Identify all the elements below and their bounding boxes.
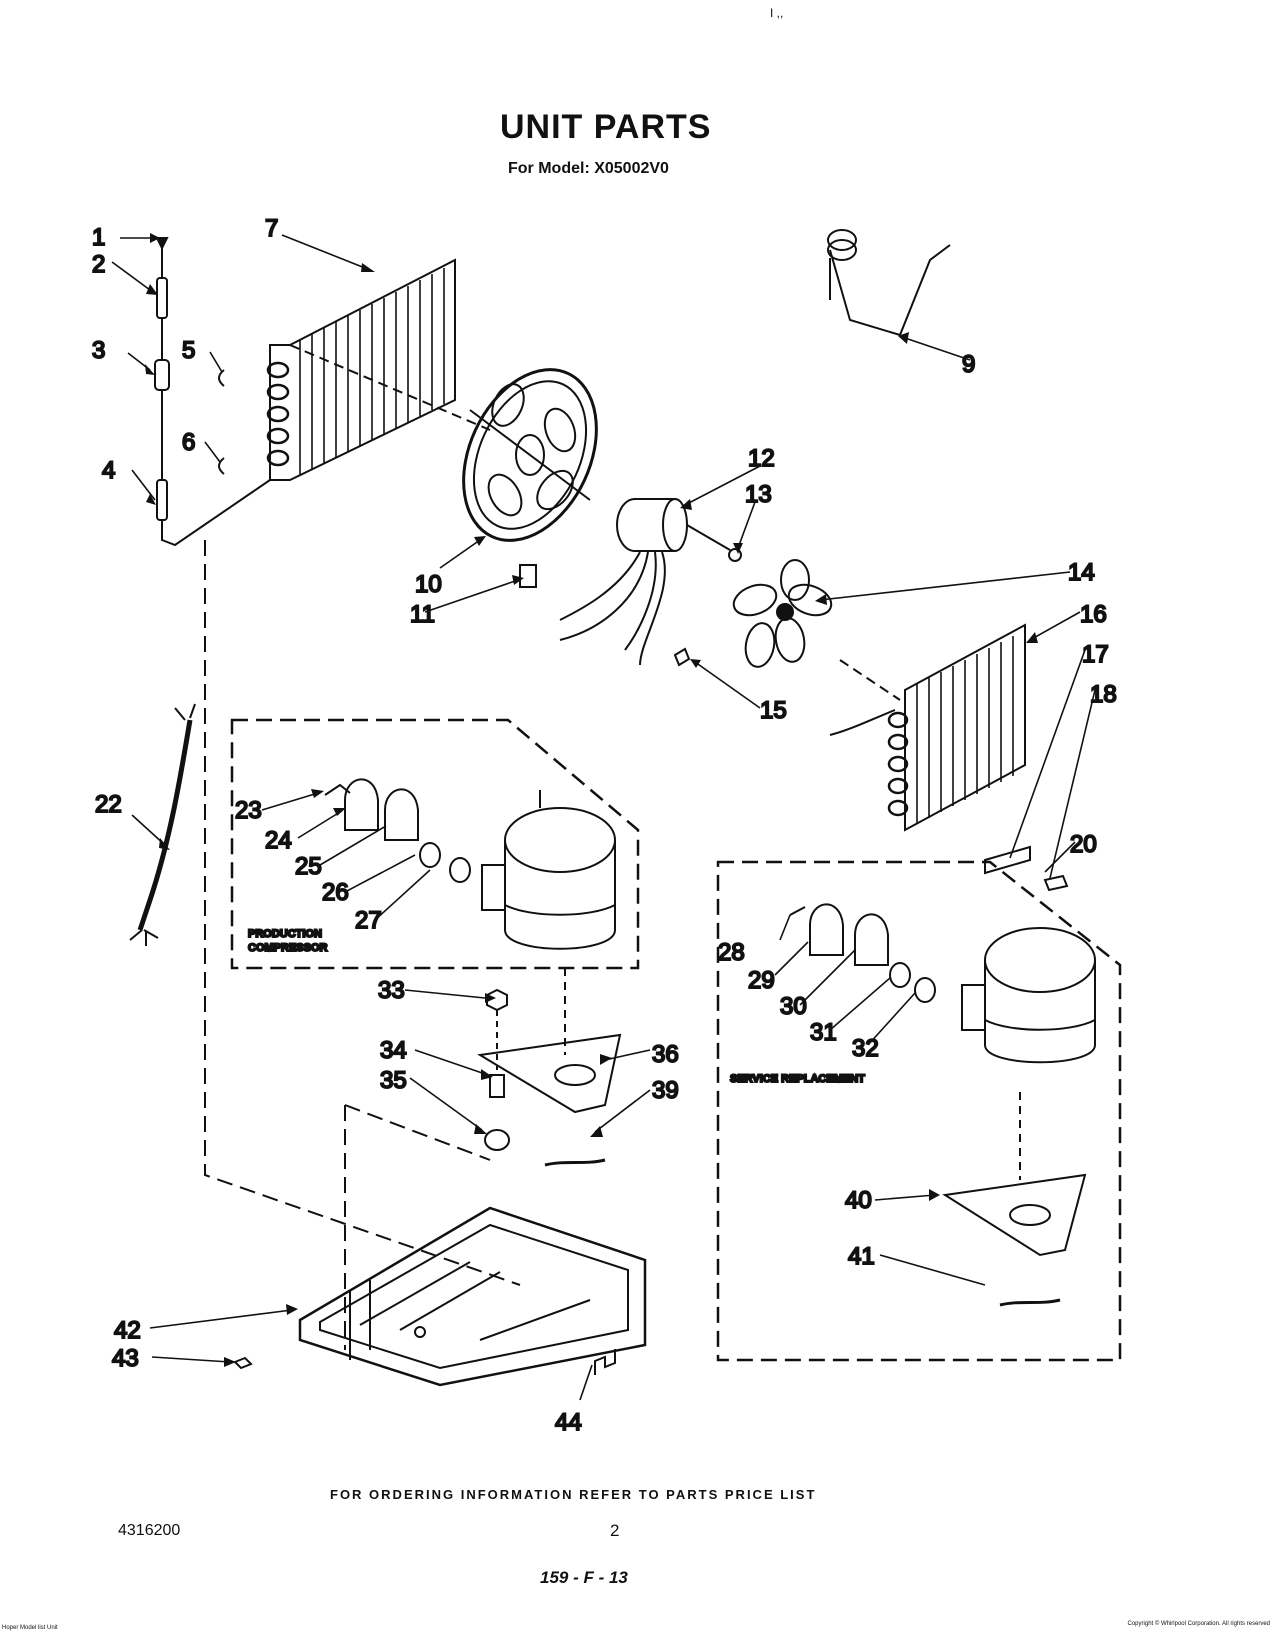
production-compressor-label-line1: PRODUCTION: [248, 928, 322, 940]
callout-numbers: 1 2 3 4 5 6 7 9 10 11 12 13 14 15 16 17 …: [91, 214, 1118, 1437]
service-replacement-label: SERVICE REPLACEMENT: [730, 1073, 865, 1085]
callout-42: 36: [652, 1041, 679, 1068]
callout-29: 23: [235, 797, 262, 824]
callout-44: 39: [652, 1077, 679, 1104]
callout-26: 27: [355, 907, 382, 934]
callout-14: 29: [748, 967, 775, 994]
callout-31: 4: [102, 457, 115, 484]
callout-25: 25: [295, 853, 322, 880]
callout-28: 24: [265, 827, 292, 854]
callout-23: 34: [380, 1037, 407, 1064]
clip-35-part: [594, 1349, 616, 1375]
condenser-coil-part: [266, 258, 456, 481]
callout-33: 41: [848, 1243, 875, 1270]
callout-16: 17: [1082, 641, 1109, 668]
nut-11-part: [728, 548, 742, 562]
clip-36-part: [218, 369, 225, 387]
bracket-9-part: [519, 564, 537, 588]
callout-13: 16: [1080, 601, 1107, 628]
base-pan-part: [298, 1206, 647, 1387]
page-number: 2: [610, 1521, 620, 1540]
callout-11: 13: [745, 481, 772, 508]
callout-41: 15: [760, 697, 787, 724]
leader-arrowheads: [145, 233, 1038, 1367]
callout-6: 9: [962, 351, 975, 378]
service-replacement-box: [716, 860, 1122, 1362]
spring-wire-part: [827, 229, 951, 337]
page-title: UNIT PARTS: [500, 108, 712, 146]
callout-32: 3: [92, 337, 105, 364]
callout-30: 28: [718, 939, 745, 966]
callout-24: 33: [378, 977, 405, 1004]
callout-22: 35: [380, 1067, 407, 1094]
tubing-route-3: [344, 1104, 491, 1161]
leader-lines: [111, 234, 1096, 1401]
callout-7: 10: [415, 571, 442, 598]
assembly-line-2: [839, 659, 901, 701]
callout-5: 2: [92, 251, 105, 278]
fan-shroud-part: [462, 368, 598, 542]
callout-39: 20: [1070, 831, 1097, 858]
handwritten-code: 159 - F - 13: [540, 1568, 628, 1587]
callout-27: 26: [322, 879, 349, 906]
callout-9: 11: [410, 601, 435, 628]
production-compressor-box: [230, 718, 640, 970]
callout-35: 44: [555, 1409, 582, 1436]
callout-17: 18: [1090, 681, 1117, 708]
model-subtitle: For Model: X05002V0: [508, 160, 669, 177]
callout-40: 14: [1068, 559, 1095, 586]
callout-34: 40: [845, 1187, 872, 1214]
callout-2: 32: [852, 1035, 879, 1062]
callout-12: 30: [780, 993, 807, 1020]
compressor-base-plate-part: [477, 968, 622, 1167]
callout-18: 42: [114, 1317, 141, 1344]
callout-10: 12: [748, 445, 775, 472]
production-compressor-label-line2: COMPRESSOR: [248, 942, 328, 954]
callout-1: 7: [265, 215, 278, 242]
callout-15: 31: [810, 1019, 837, 1046]
callout-3: 6: [182, 429, 195, 456]
callout-43: 43: [112, 1345, 139, 1372]
evaporator-coil-part: [829, 623, 1026, 832]
bottom-left-note: Hoper Model list Unit: [2, 1625, 58, 1631]
clip-3-part: [218, 457, 225, 475]
document-number: 4316200: [118, 1522, 181, 1539]
callout-4: 1: [92, 224, 105, 251]
callout-20: 22: [95, 791, 122, 818]
fan-motor-part: [559, 498, 731, 666]
harness-20-part: [137, 719, 193, 931]
screw-43-part: [233, 1356, 253, 1370]
clip-41-part: [673, 647, 691, 667]
filter-drier-part: [154, 237, 271, 547]
assembly-line-1: [289, 344, 491, 431]
bracket-16-part: [984, 845, 1031, 875]
callout-36: 5: [182, 337, 195, 364]
harness-ends: [129, 703, 196, 946]
clip-17-part: [1043, 874, 1069, 892]
tubing-route: [204, 540, 521, 1286]
top-mark: I ,,: [770, 6, 784, 20]
fan-blade-part: [732, 559, 833, 668]
copyright-note: Copyright © Whirlpool Corporation. All r…: [1127, 1621, 1270, 1627]
ordering-info: FOR ORDERING INFORMATION REFER TO PARTS …: [330, 1487, 817, 1502]
